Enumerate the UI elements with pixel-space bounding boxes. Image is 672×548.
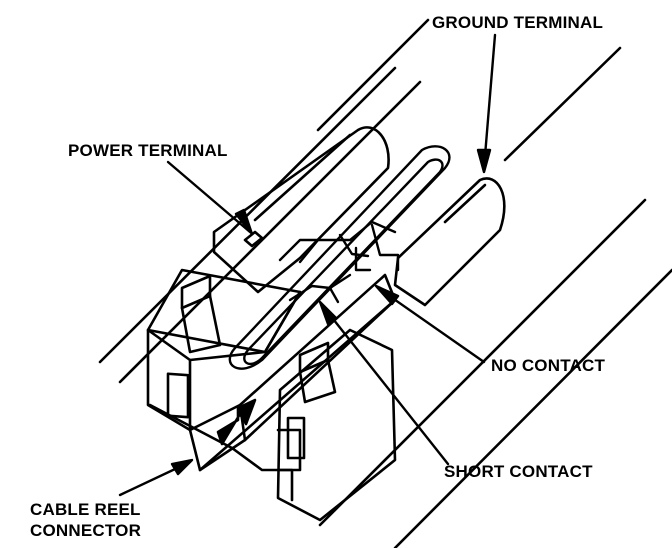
cable-edges [98, 18, 672, 548]
no-contact-label: NO CONTACT [491, 356, 606, 375]
cable-reel-connector-label: CABLE REEL CONNECTOR [30, 499, 141, 541]
short-contact-label: SHORT CONTACT [444, 462, 593, 481]
power-terminal-body [212, 126, 390, 294]
connector-housing [146, 268, 397, 522]
spring-contact [228, 145, 451, 370]
leader-lines [118, 33, 497, 497]
insertion-arrow [216, 398, 257, 446]
cable-reel-label-line2: CONNECTOR [30, 521, 142, 540]
power-terminal-label: POWER TERMINAL [68, 141, 228, 160]
ground-terminal-label: GROUND TERMINAL [432, 13, 604, 32]
cable-reel-label-line1: CABLE REEL [30, 500, 141, 519]
ground-terminal-body [393, 177, 506, 307]
cable-reel-tab [188, 273, 397, 472]
